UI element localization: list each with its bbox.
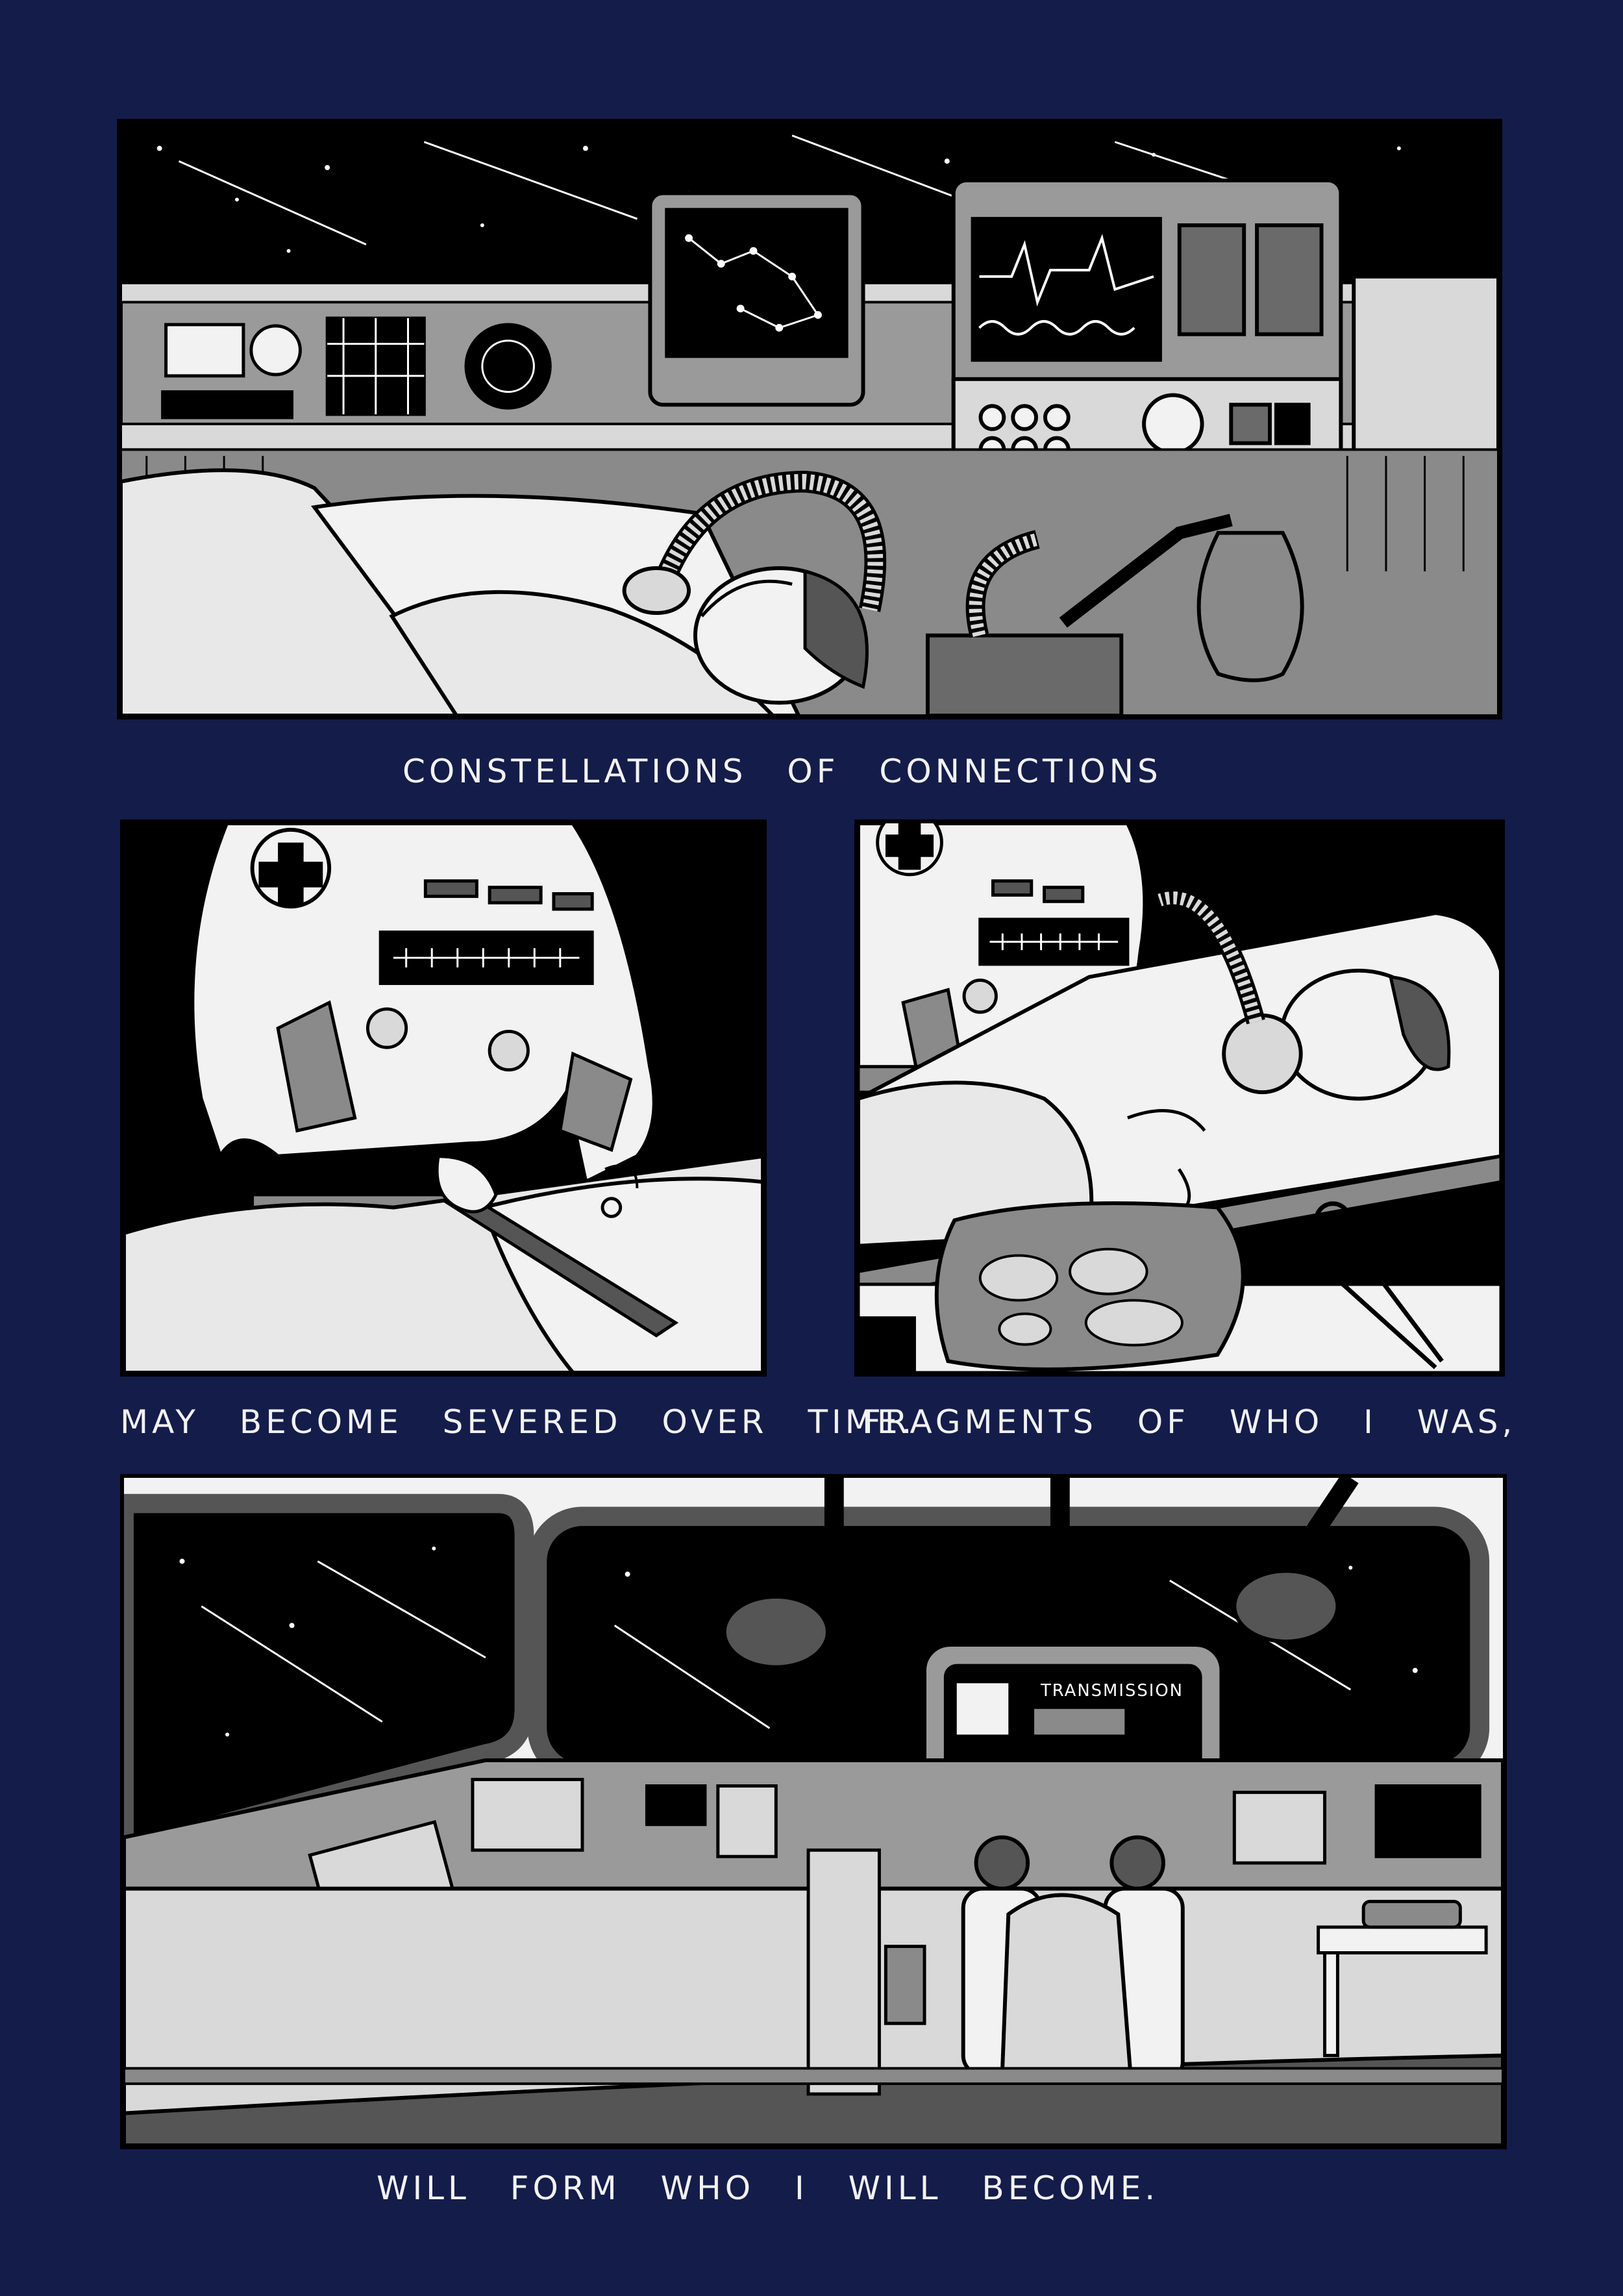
- panel-4-illustration: TRANSMISSION: [124, 1478, 1503, 2145]
- panel-1-illustration: [121, 123, 1498, 716]
- keypad: [1409, 1220, 1494, 1266]
- panel-3-illustration: [858, 823, 1501, 1373]
- equipment-cart: [806, 1848, 926, 2096]
- forceps-icon: [1275, 1201, 1444, 1369]
- oxygen-mask: [1222, 1013, 1303, 1095]
- keypad-lower-left: [858, 1316, 916, 1373]
- left-window: [124, 1493, 534, 1860]
- panel-2-incision: [120, 819, 767, 1377]
- patient-skin: [480, 1177, 763, 1373]
- constellation-monitor: [648, 191, 865, 407]
- transmission-label: TRANSMISSION: [1040, 1681, 1183, 1701]
- shooting-stars: [201, 1560, 1352, 1729]
- ventilator-unit: [925, 514, 1304, 716]
- patient-head: [693, 566, 869, 705]
- caption-constellations: CONSTELLATIONS OF CONNECTIONS: [403, 753, 1162, 790]
- surgical-lights: [722, 1478, 1359, 1669]
- panel-4-operating-theater: TRANSMISSION: [120, 1474, 1507, 2149]
- side-table: [1317, 1899, 1488, 2058]
- suture-point: [601, 1197, 623, 1218]
- panel-1-ship-bay: [117, 119, 1502, 719]
- organ-fragments: [978, 1247, 1183, 1347]
- chest-panel: [365, 879, 594, 1072]
- medic-cross-patch: [250, 827, 332, 909]
- caption-severed: MAY BECOME SEVERED OVER TIME.: [120, 1403, 916, 1441]
- caption-become: WILL FORM WHO I WILL BECOME.: [377, 2169, 1159, 2207]
- panel-2-illustration: [124, 823, 763, 1373]
- surgeon-hand: [435, 1154, 498, 1214]
- console-widgets: [161, 316, 552, 419]
- caption-fragments: FRAGMENTS OF WHO I WAS,: [862, 1403, 1517, 1441]
- panel-3-organ-tray: [854, 819, 1505, 1377]
